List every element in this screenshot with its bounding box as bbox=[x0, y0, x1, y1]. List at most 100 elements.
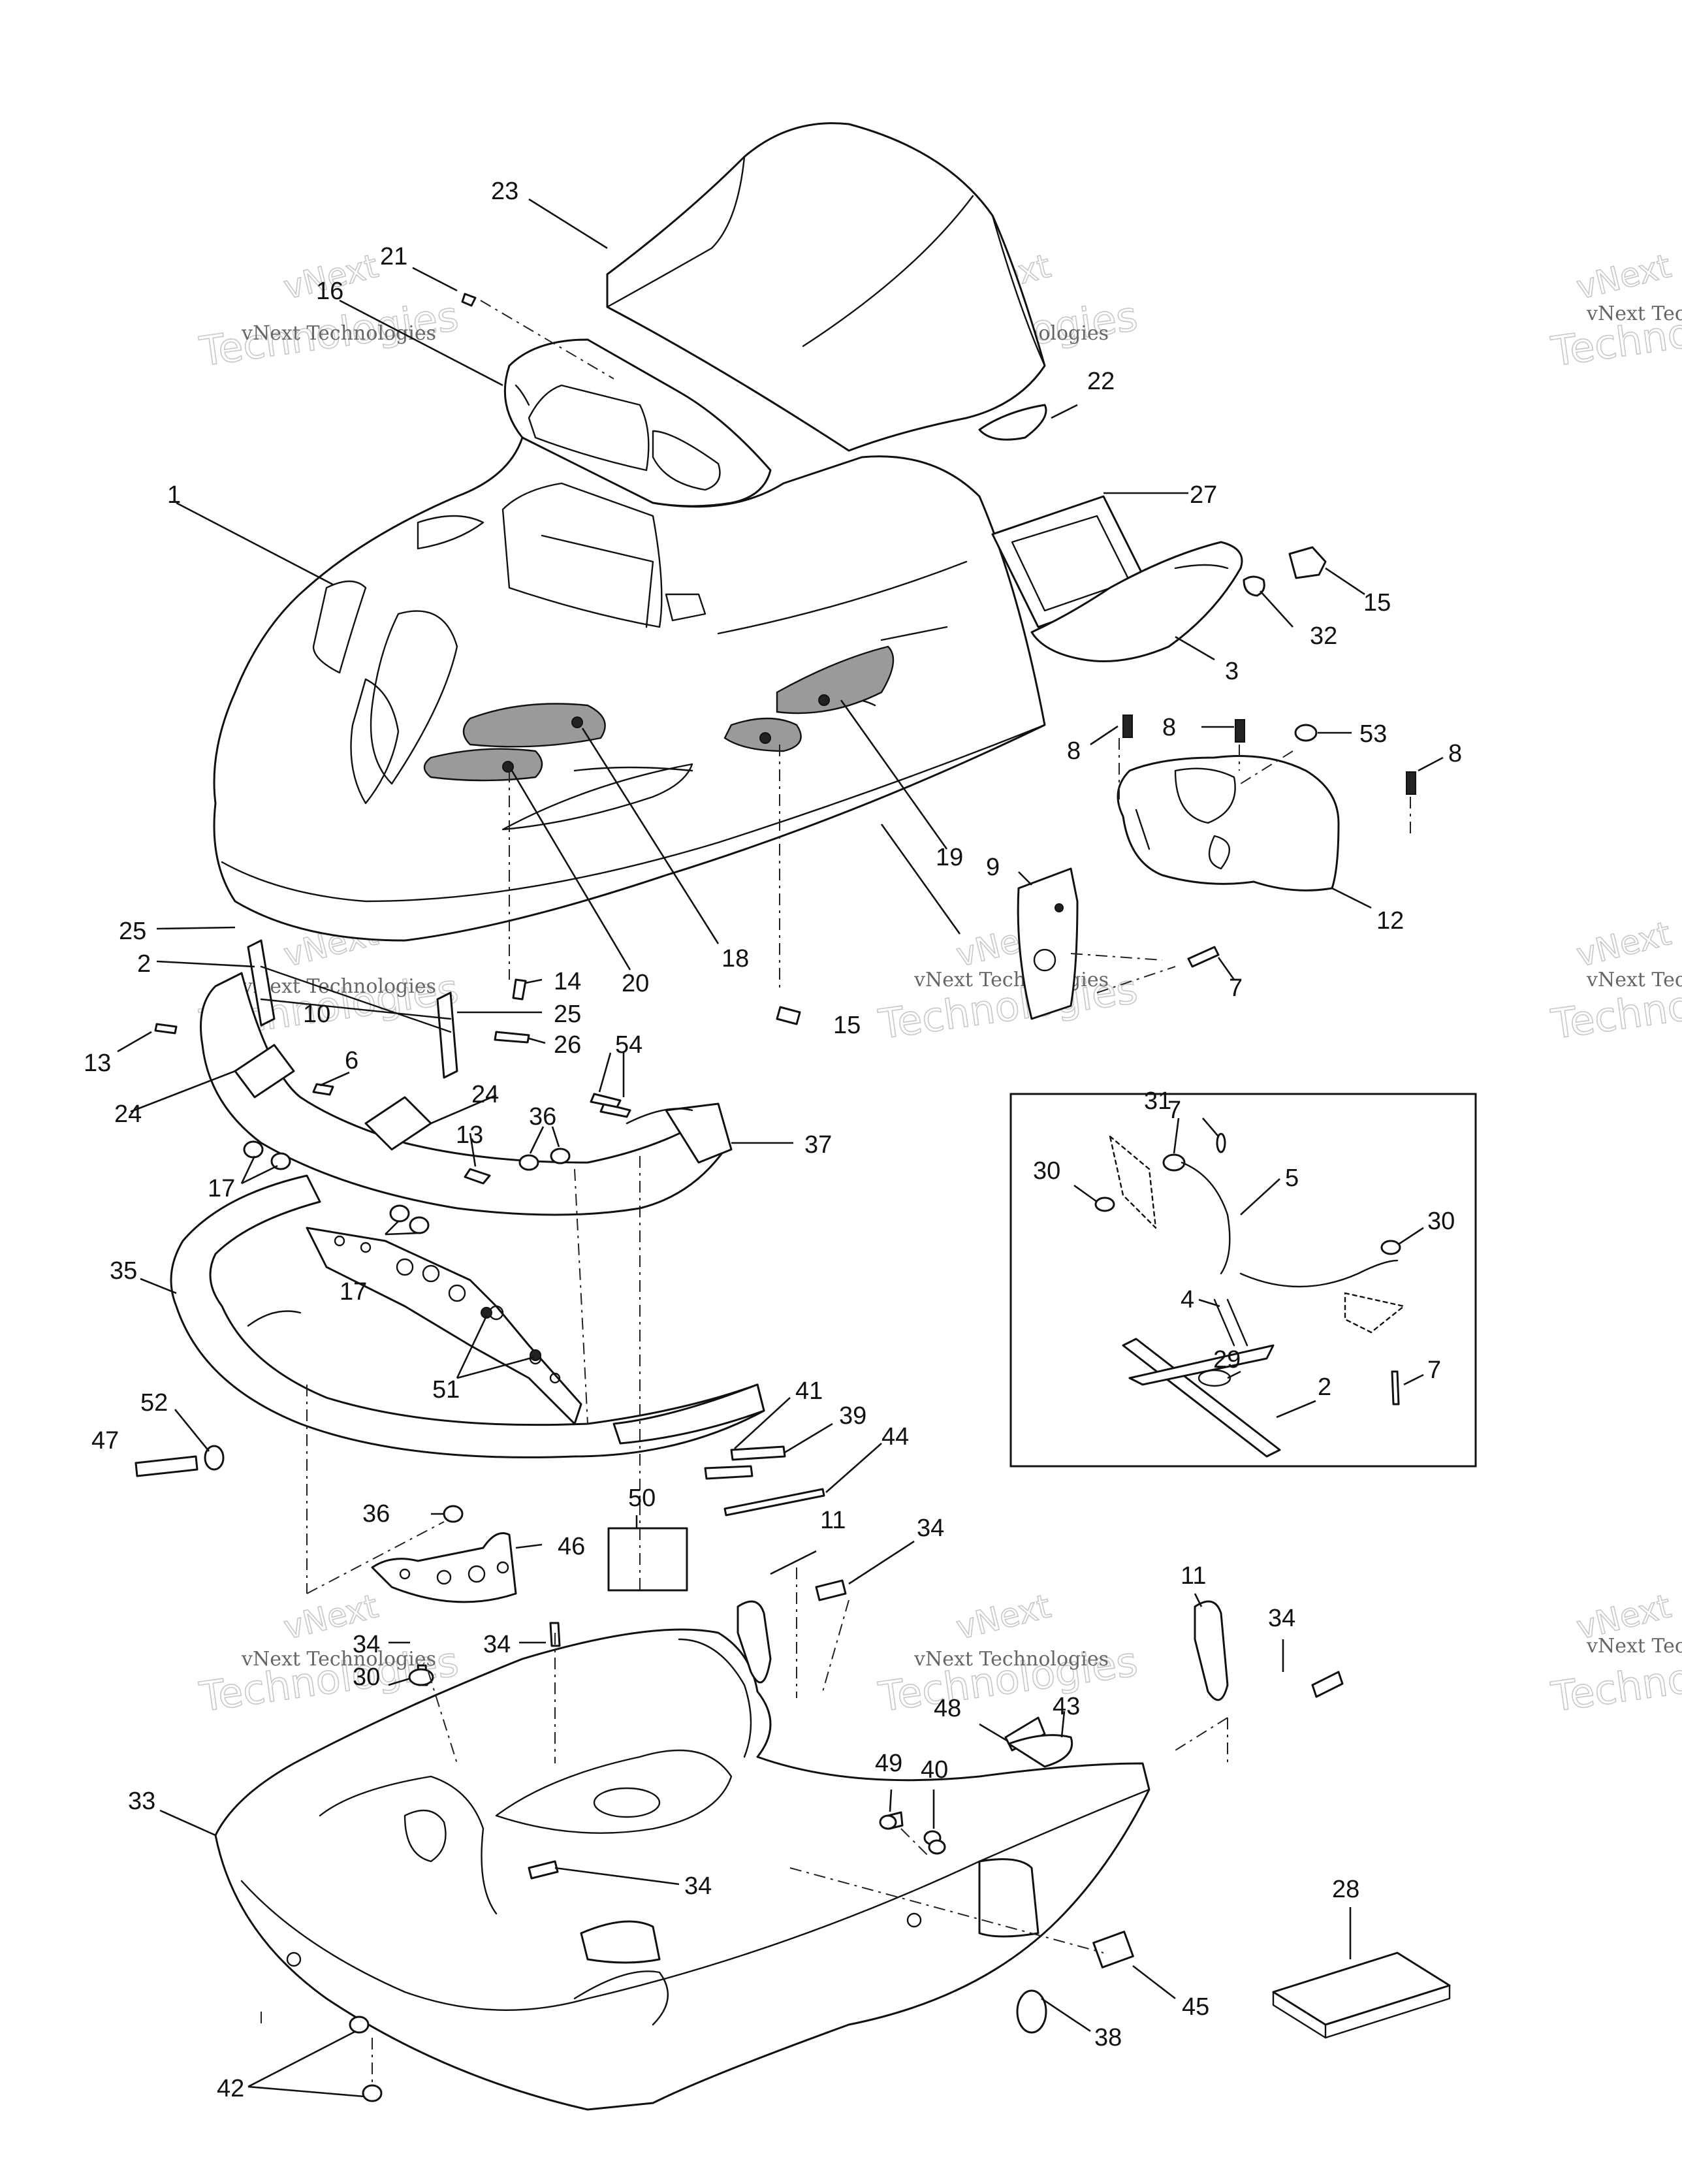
callout-8-left: 8 bbox=[1067, 737, 1081, 765]
callout-labels: 1 23 21 16 22 27 15 32 3 8 8 53 8 9 12 7… bbox=[84, 178, 1462, 2102]
callout-48: 48 bbox=[934, 1695, 961, 1722]
callout-12: 12 bbox=[1376, 907, 1404, 935]
callout-33: 33 bbox=[128, 1788, 155, 1815]
brackets-24-25 bbox=[234, 939, 458, 1151]
callout-11-left: 11 bbox=[820, 1507, 846, 1534]
bumper-35 bbox=[170, 1174, 765, 1458]
small-hardware bbox=[135, 978, 825, 1592]
bracket-9 bbox=[1017, 867, 1079, 1020]
callout-24-left: 24 bbox=[114, 1100, 142, 1128]
callout-41: 41 bbox=[795, 1377, 823, 1405]
callout-30-bottom: 30 bbox=[353, 1663, 380, 1691]
callout-42: 42 bbox=[217, 2075, 244, 2102]
callout-39: 39 bbox=[839, 1402, 866, 1430]
callout-13-left: 13 bbox=[84, 1050, 111, 1077]
callout-50: 50 bbox=[628, 1485, 656, 1512]
callout-20: 20 bbox=[622, 970, 649, 997]
watermark-small: vNext Technologies bbox=[913, 969, 1109, 991]
callout-2-main: 2 bbox=[137, 950, 151, 978]
callout-31: 31 bbox=[1144, 1087, 1171, 1115]
watermark-small: vNext Technologies bbox=[1586, 302, 1682, 325]
callout-17-mid: 17 bbox=[340, 1278, 367, 1306]
callout-38: 38 bbox=[1094, 2024, 1122, 2051]
callout-2-inset: 2 bbox=[1318, 1373, 1331, 1401]
callout-21: 21 bbox=[380, 243, 407, 270]
callout-22: 22 bbox=[1087, 368, 1115, 395]
handle-22 bbox=[978, 404, 1047, 441]
callout-7-top: 7 bbox=[1229, 974, 1243, 1002]
watermark-small: vNext Technologies bbox=[1586, 969, 1682, 991]
rivet-7-top bbox=[1187, 946, 1220, 968]
clip-15-top bbox=[1288, 546, 1327, 579]
callout-29: 29 bbox=[1213, 1346, 1241, 1373]
callout-10: 10 bbox=[303, 1001, 330, 1028]
callout-36-top: 36 bbox=[529, 1103, 556, 1131]
callout-30-inset-right: 30 bbox=[1427, 1208, 1455, 1235]
callout-11-right: 11 bbox=[1181, 1562, 1206, 1590]
callout-49: 49 bbox=[875, 1750, 902, 1777]
watermark-brand: vNext bbox=[1573, 914, 1675, 974]
watermark-brand: vNext bbox=[1573, 247, 1675, 307]
bolts-8 bbox=[1122, 715, 1416, 795]
callout-15-mid: 15 bbox=[833, 1012, 861, 1039]
callout-54: 54 bbox=[615, 1031, 643, 1059]
callout-28: 28 bbox=[1332, 1876, 1359, 1903]
callout-7-inset-bottom: 7 bbox=[1427, 1357, 1441, 1384]
callout-45: 45 bbox=[1182, 1993, 1209, 2021]
callout-9: 9 bbox=[986, 854, 1000, 881]
callout-52: 52 bbox=[140, 1389, 168, 1417]
callout-34-bottom: 34 bbox=[684, 1872, 712, 1900]
watermark-small: vNext Technologies bbox=[913, 1648, 1109, 1671]
callout-17-left: 17 bbox=[208, 1175, 235, 1202]
callout-23: 23 bbox=[491, 178, 518, 205]
bottom-hardware bbox=[349, 1579, 1344, 2102]
bumper-support-37 bbox=[200, 972, 733, 1216]
bottom-pan-33 bbox=[214, 1628, 1150, 2111]
callout-44: 44 bbox=[881, 1423, 909, 1451]
callout-34-right1: 34 bbox=[917, 1515, 944, 1542]
callout-30-inset-left: 30 bbox=[1033, 1157, 1060, 1185]
fastener-21 bbox=[461, 293, 477, 307]
callout-35: 35 bbox=[110, 1257, 137, 1285]
callout-53: 53 bbox=[1359, 720, 1387, 748]
callout-4: 4 bbox=[1181, 1286, 1194, 1313]
watermark-6: vNext Technologies vNext Technologies bbox=[1547, 914, 1682, 1049]
callout-6: 6 bbox=[345, 1047, 358, 1074]
callout-26: 26 bbox=[554, 1031, 581, 1059]
callout-37: 37 bbox=[804, 1131, 832, 1159]
callout-40: 40 bbox=[921, 1756, 948, 1784]
callout-15-top: 15 bbox=[1363, 589, 1391, 617]
watermark-brand: vNext bbox=[953, 1587, 1055, 1647]
watermark-small: vNext Technologies bbox=[241, 975, 436, 998]
callout-32: 32 bbox=[1310, 622, 1337, 650]
callout-25-left: 25 bbox=[119, 918, 146, 945]
callout-43: 43 bbox=[1053, 1693, 1080, 1720]
callout-13-right: 13 bbox=[456, 1121, 483, 1149]
callout-46: 46 bbox=[558, 1533, 585, 1560]
watermark-3: vNext Technologies vNext Technologies bbox=[1547, 246, 1682, 376]
callout-36-bottom: 36 bbox=[362, 1500, 390, 1528]
callout-18: 18 bbox=[722, 945, 749, 972]
callout-14: 14 bbox=[554, 968, 581, 995]
watermark-8: vNext Technologies vNext Technologies bbox=[875, 1586, 1141, 1722]
callout-7-inset-top: 7 bbox=[1167, 1097, 1181, 1124]
callout-16: 16 bbox=[316, 278, 343, 305]
callout-25-right: 25 bbox=[554, 1001, 581, 1028]
hood bbox=[213, 436, 1046, 942]
callout-8-mid: 8 bbox=[1162, 714, 1176, 741]
clip-32 bbox=[1243, 575, 1265, 597]
callout-34-left: 34 bbox=[353, 1631, 380, 1658]
watermark-small: vNext Technologies bbox=[241, 322, 436, 345]
callout-3: 3 bbox=[1225, 658, 1239, 685]
watermark-small: vNext Technologies bbox=[241, 1648, 436, 1671]
callout-51: 51 bbox=[432, 1376, 460, 1404]
inset-cable-assembly bbox=[1009, 1093, 1477, 1468]
callout-1: 1 bbox=[167, 481, 181, 509]
console-cover-12 bbox=[1117, 755, 1340, 891]
callout-5: 5 bbox=[1285, 1164, 1299, 1192]
windshield bbox=[606, 122, 1046, 452]
watermark-small: vNext Technologies bbox=[1586, 1635, 1682, 1658]
callout-19: 19 bbox=[936, 844, 963, 871]
leader-lines bbox=[117, 198, 1444, 2098]
watermark-5: vNext Technologies vNext Technologies bbox=[875, 914, 1141, 1049]
